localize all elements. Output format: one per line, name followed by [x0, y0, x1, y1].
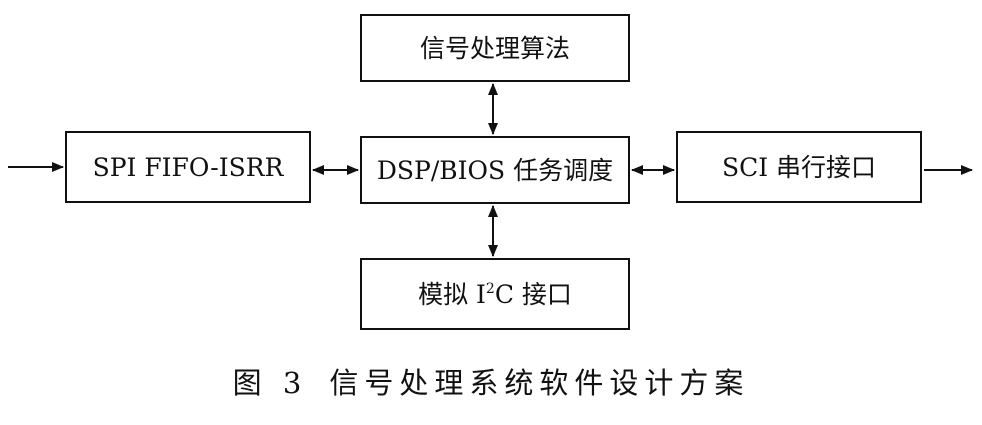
node-sci-serial-interface: SCI 串行接口 — [676, 131, 922, 203]
node-label: SPI FIFO-ISRR — [92, 152, 284, 182]
figure-caption: 图 3 信号处理系统软件设计方案 — [0, 360, 982, 402]
node-label-superscript: 2 — [485, 280, 495, 297]
figure-number: 图 3 — [232, 366, 308, 400]
node-label: SCI 串行接口 — [721, 152, 877, 182]
node-signal-processing-algorithm: 信号处理算法 — [360, 14, 630, 82]
node-label: DSP/BIOS 任务调度 — [376, 155, 614, 185]
node-label-suffix: C 接口 — [494, 279, 572, 309]
node-label: 模拟 I2C 接口 — [418, 282, 572, 307]
node-label: 信号处理算法 — [419, 33, 570, 63]
node-analog-i2c-interface: 模拟 I2C 接口 — [360, 258, 630, 330]
node-label-prefix: 模拟 I — [418, 279, 486, 309]
node-spi-fifo-isrr: SPI FIFO-ISRR — [65, 131, 311, 203]
figure-title: 信号处理系统软件设计方案 — [329, 366, 750, 400]
node-dsp-bios-task-scheduling: DSP/BIOS 任务调度 — [360, 136, 630, 204]
